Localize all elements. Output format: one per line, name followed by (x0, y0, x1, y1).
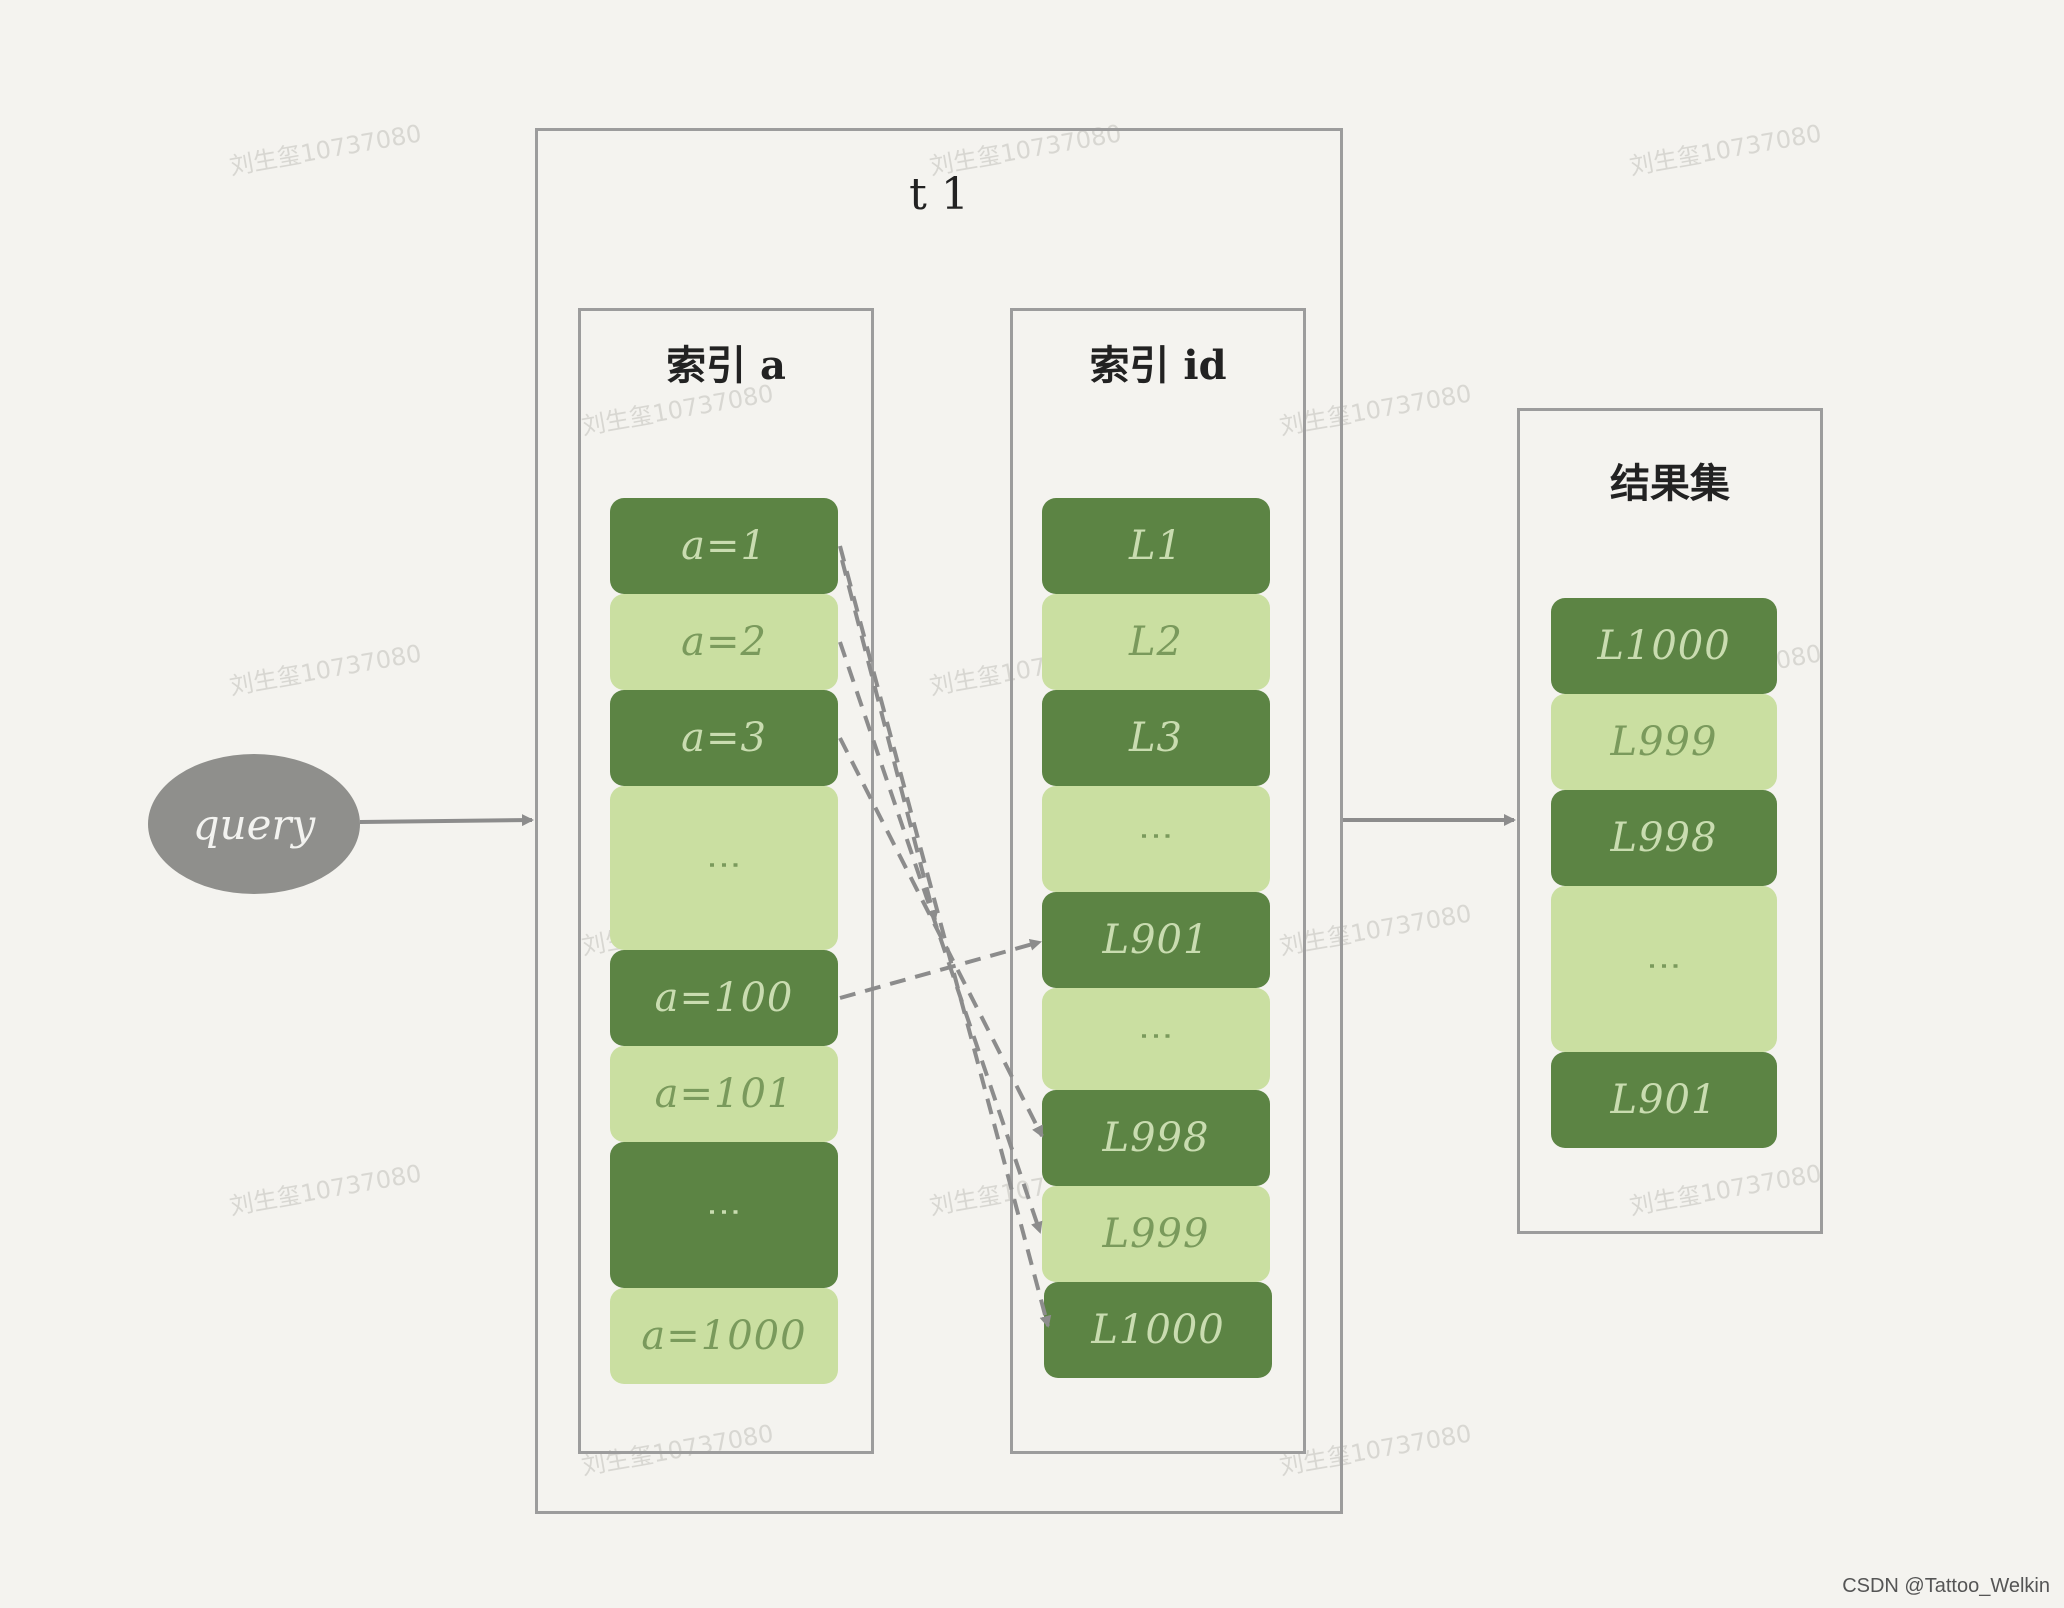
result-set-frame: 结果集 (1517, 408, 1823, 1234)
lookup-arrow-a100 (839, 938, 1042, 1000)
index-id-title: 索引 id (1089, 342, 1227, 389)
result-set-title: 结果集 (1610, 460, 1730, 507)
table-t1-frame: t 1 (535, 128, 1343, 1514)
index-a-cell: a=3 (610, 690, 838, 786)
arrow-query-to-t1 (359, 814, 534, 827)
index-id-frame: 索引 id (1010, 308, 1306, 1454)
index-a-cell: a=101 (610, 1046, 838, 1142)
index-id-cell: L2 (1042, 594, 1270, 690)
lookup-arrow-a1 (838, 545, 1052, 1328)
index-a-cell: a=1000 (610, 1288, 838, 1384)
index-a-cell: a=100 (610, 950, 838, 1046)
index-a-cell: a=2 (610, 594, 838, 690)
index-id-cell: L998 (1042, 1090, 1270, 1186)
index-id-cell: L901 (1042, 892, 1270, 988)
result-cell: L1000 (1551, 598, 1777, 694)
index-a-ellipsis: ⋮ (610, 1142, 838, 1288)
table-t1-title: t 1 (909, 169, 969, 220)
index-a-cell: a=1 (610, 498, 838, 594)
index-id-cell: L1 (1042, 498, 1270, 594)
credit-text: CSDN @Tattoo_Welkin (1842, 1575, 2050, 1597)
lookup-arrow-dots (840, 559, 939, 922)
result-cell: L999 (1551, 694, 1777, 790)
result-cell: L998 (1551, 790, 1777, 886)
index-id-cell: L3 (1042, 690, 1270, 786)
index-id-cell: L999 (1042, 1186, 1270, 1282)
index-id-ellipsis: ⋮ (1042, 988, 1270, 1090)
result-ellipsis: ⋮ (1551, 886, 1777, 1052)
index-id-ellipsis: ⋮ (1042, 786, 1270, 892)
index-id-cell: L1000 (1044, 1282, 1272, 1378)
index-a-ellipsis: ⋮ (610, 786, 838, 950)
index-a-frame: 索引 a (578, 308, 874, 1454)
result-cell: L901 (1551, 1052, 1777, 1148)
index-a-title: 索引 a (666, 342, 786, 389)
lookup-arrow-a3 (838, 737, 1044, 1138)
query-node: query (148, 754, 360, 894)
